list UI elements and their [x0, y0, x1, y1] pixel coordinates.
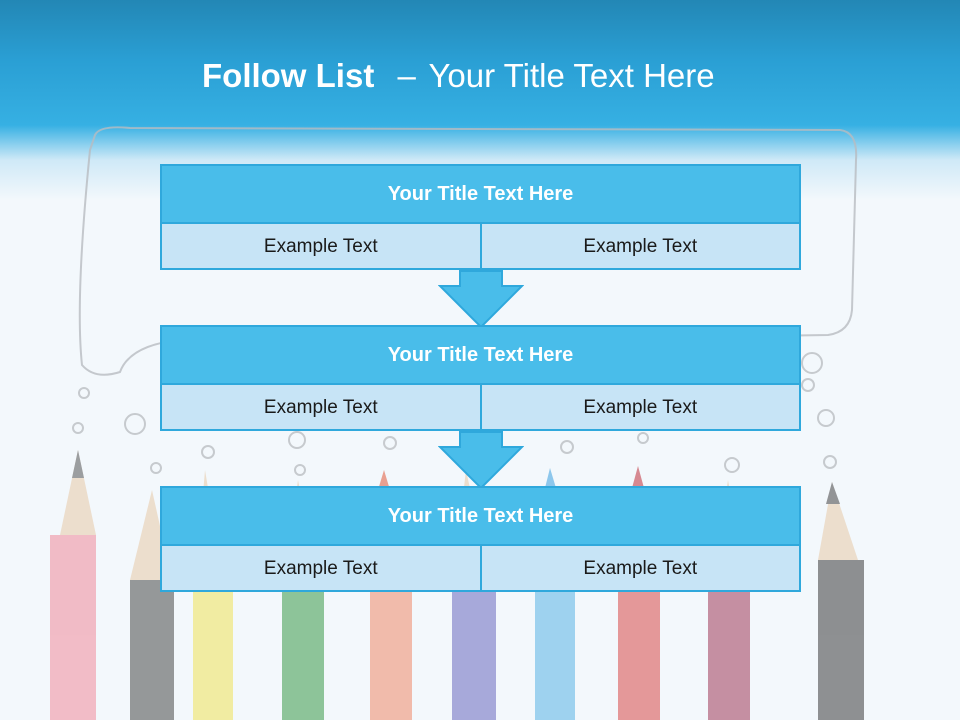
step-box-1: Your Title Text Here Example Text Exampl…	[160, 164, 801, 270]
step-cell-left: Example Text	[263, 236, 378, 257]
step-box-3: Your Title Text Here Example Text Exampl…	[160, 486, 801, 592]
down-arrow-icon	[438, 270, 524, 328]
step-cell-right: Example Text	[479, 546, 800, 592]
slide-title: Follow List – Your Title Text Here	[202, 52, 715, 100]
step-cell-left: Example Text	[263, 397, 378, 418]
step-row: Example Text Example Text	[162, 224, 799, 270]
slide-title-dash: –	[397, 57, 416, 94]
step-cell-right: Example Text	[479, 385, 800, 431]
step-title: Your Title Text Here	[162, 488, 799, 546]
step-row: Example Text Example Text	[162, 546, 799, 592]
step-box-2: Your Title Text Here Example Text Exampl…	[160, 325, 801, 431]
step-title: Your Title Text Here	[162, 327, 799, 385]
step-row: Example Text Example Text	[162, 385, 799, 431]
step-cell-right: Example Text	[479, 224, 800, 270]
step-cell-left: Example Text	[263, 558, 378, 579]
step-title: Your Title Text Here	[162, 166, 799, 224]
slide-title-bold: Follow List	[202, 57, 375, 94]
down-arrow-icon	[438, 431, 524, 489]
slide-title-rest: Your Title Text Here	[428, 57, 715, 94]
